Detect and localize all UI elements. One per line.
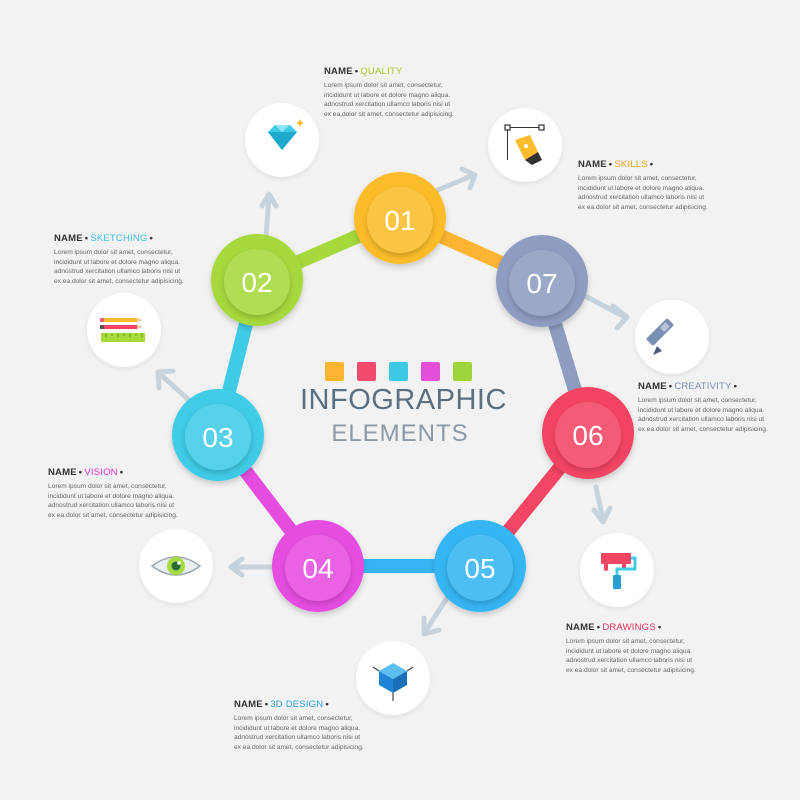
step-inner-highlight [447, 535, 513, 601]
label-name: NAME [324, 66, 353, 77]
label-name: NAME [638, 381, 667, 392]
eye-icon [150, 556, 202, 576]
label-drawings: NAME•DRAWINGS• Lorem ipsum dolor sit ame… [566, 622, 746, 675]
label-skills: NAME•SKILLS• Lorem ipsum dolor sit amet,… [578, 159, 758, 212]
label-category: VISION [84, 467, 118, 478]
label-category: 3D DESIGN [270, 699, 324, 710]
icon-circle-02 [87, 293, 161, 367]
arrow-group [155, 166, 630, 637]
arrow-06 [591, 484, 613, 525]
label-description: Lorem ipsum dolor sit amet, consectetur,… [48, 483, 178, 519]
step-circle-group: 01 02 03 04 05 06 07 [172, 172, 634, 612]
diamond-icon [268, 119, 304, 150]
label-category: QUALITY [360, 66, 403, 77]
label-quality: NAME•QUALITY Lorem ipsum dolor sit amet,… [324, 66, 504, 119]
label-description: Lorem ipsum dolor sit amet, consectetur,… [566, 638, 696, 674]
arrow-07 [582, 293, 630, 331]
step-number: 03 [202, 422, 233, 453]
arrow-02 [259, 191, 279, 239]
label-category: CREATIVITY [674, 381, 732, 392]
step-circle-05: 05 [434, 520, 526, 612]
swatch-yellow [325, 362, 344, 381]
label-name: NAME [234, 699, 263, 710]
step-inner-highlight [367, 187, 433, 253]
step-inner-disc [447, 535, 513, 601]
label-name: NAME [54, 233, 83, 244]
label-sketching: NAME•SKETCHING• Lorem ipsum dolor sit am… [54, 233, 234, 286]
center-subtitle: ELEMENTS [331, 420, 469, 447]
label-description: Lorem ipsum dolor sit amet, consectetur,… [234, 715, 364, 751]
cube-icon [372, 663, 414, 701]
step-inner-highlight [285, 535, 351, 601]
label-3d-design: NAME•3D DESIGN• Lorem ipsum dolor sit am… [234, 699, 414, 752]
label-description: Lorem ipsum dolor sit amet, consectetur,… [54, 249, 184, 285]
center-title: INFOGRAPHIC [300, 384, 507, 416]
step-inner-disc [509, 250, 575, 316]
step-circle-07: 07 [496, 235, 588, 327]
step-circle-04: 04 [272, 520, 364, 612]
label-description: Lorem ipsum dolor sit amet, consectetur,… [638, 397, 768, 433]
color-swatch-row [325, 362, 472, 381]
step-number: 07 [526, 268, 557, 299]
label-category: DRAWINGS [602, 622, 656, 633]
step-circle-02: 02 [211, 234, 303, 326]
step-inner-disc [367, 187, 433, 253]
arrow-03 [155, 368, 193, 404]
step-number: 06 [572, 420, 603, 451]
step-inner-disc [285, 535, 351, 601]
step-inner-highlight [185, 404, 251, 470]
step-inner-disc [185, 404, 251, 470]
pencils-ruler-icon [100, 318, 145, 342]
label-category: SKETCHING [90, 233, 148, 244]
arrow-04 [228, 556, 276, 578]
arrow-05 [421, 595, 450, 637]
swatch-magenta [421, 362, 440, 381]
step-circle-03: 03 [172, 389, 264, 481]
label-name: NAME [48, 467, 77, 478]
paint-roller-icon [601, 553, 637, 589]
label-category: SKILLS [614, 159, 648, 170]
step-circle-06: 06 [542, 387, 634, 479]
label-name: NAME [578, 159, 607, 170]
step-inner-highlight [224, 249, 290, 315]
label-creativity: NAME•CREATIVITY• Lorem ipsum dolor sit a… [638, 381, 800, 434]
label-vision: NAME•VISION• Lorem ipsum dolor sit amet,… [48, 467, 228, 520]
label-description: Lorem ipsum dolor sit amet, consectetur,… [578, 175, 708, 211]
arrow-01 [430, 166, 478, 195]
step-number: 01 [384, 205, 415, 236]
pen-tool-icon [504, 124, 545, 165]
swatch-red [357, 362, 376, 381]
step-number: 02 [241, 267, 272, 298]
step-inner-highlight [555, 402, 621, 468]
swatch-green [453, 362, 472, 381]
step-inner-disc [555, 402, 621, 468]
icon-circle-06 [635, 300, 709, 374]
step-inner-highlight [509, 250, 575, 316]
step-circle-01: 01 [354, 172, 446, 264]
step-number: 04 [302, 553, 333, 584]
label-description: Lorem ipsum dolor sit amet, consectetur,… [324, 82, 454, 118]
step-inner-disc [224, 249, 290, 315]
step-number: 05 [464, 553, 495, 584]
swatch-cyan [389, 362, 408, 381]
pen-icon [646, 318, 674, 355]
label-name: NAME [566, 622, 595, 633]
